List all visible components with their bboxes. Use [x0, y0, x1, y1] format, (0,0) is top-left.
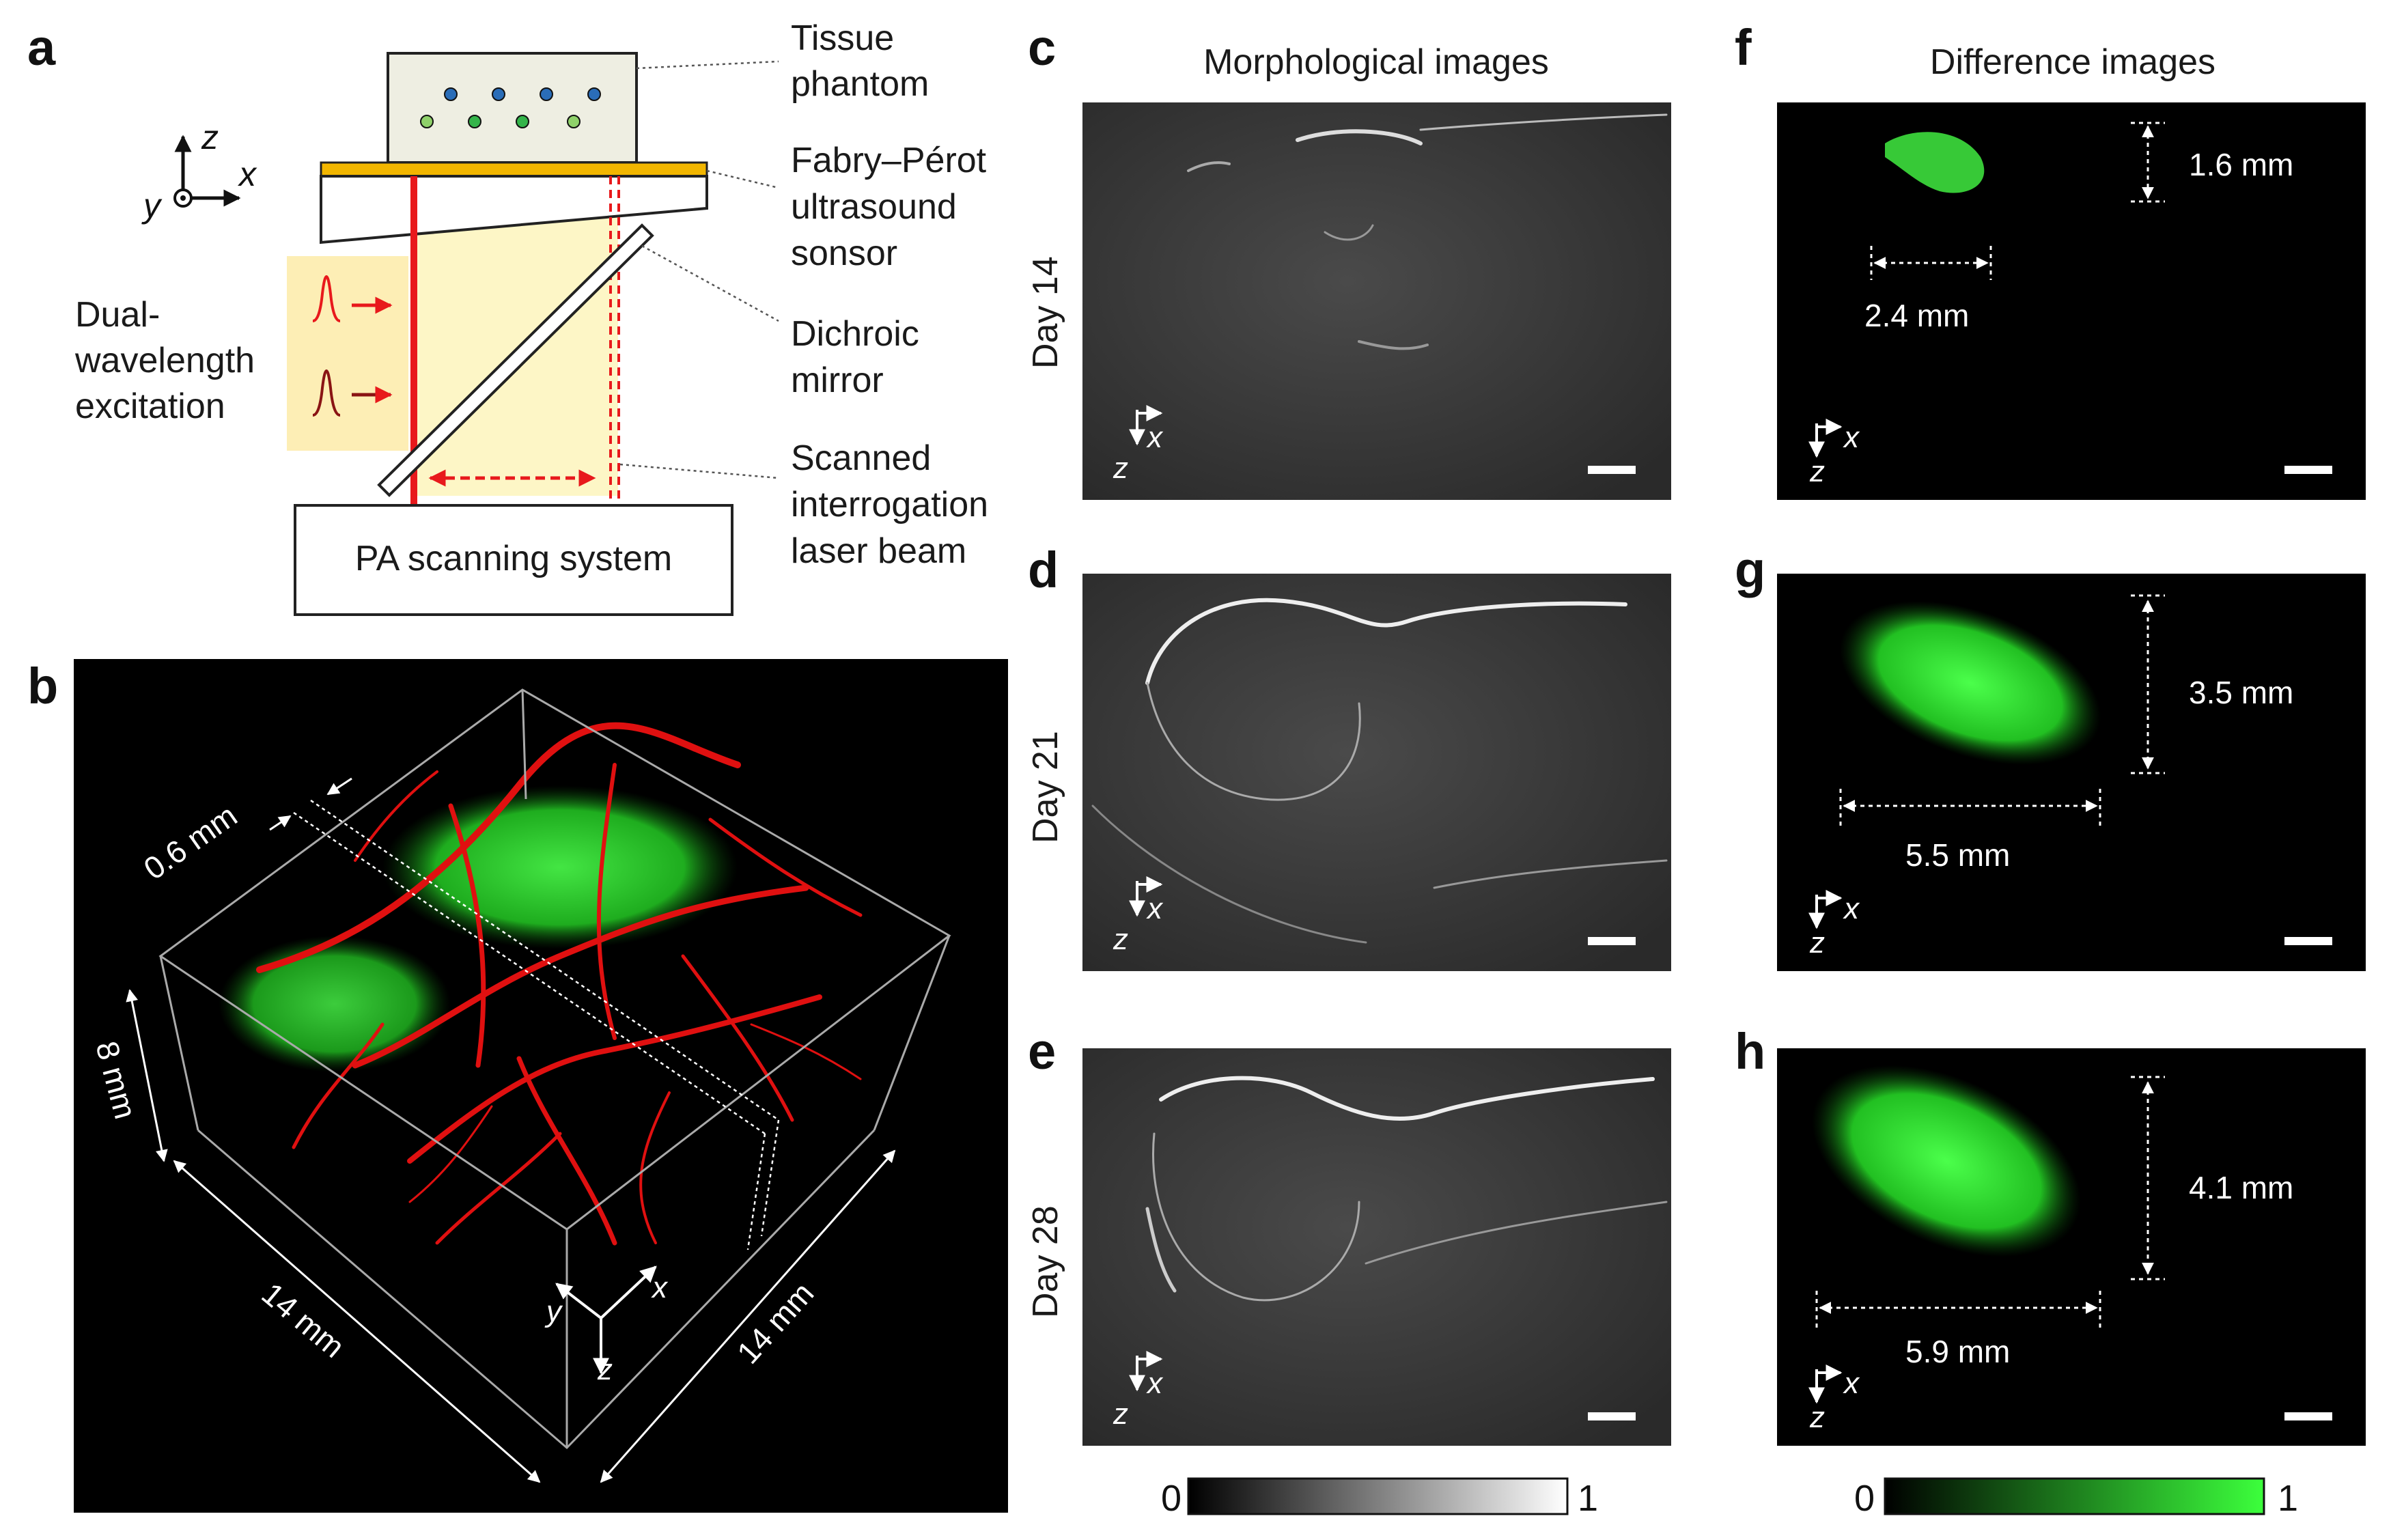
svg-text:z: z: [1809, 455, 1825, 488]
morph-structures-e: [1145, 1076, 1668, 1302]
dichroic-mirror: [377, 223, 654, 497]
panel-f-label: f: [1735, 19, 1752, 76]
panel-g-label: g: [1735, 542, 1765, 598]
vessel-network: [256, 722, 863, 1246]
svg-text:z: z: [201, 118, 219, 156]
panel-b: b: [27, 658, 1008, 1513]
morphological-column: Morphological images c Day 14 d Day 21 e…: [1026, 19, 1671, 1519]
morph-structures-c: [1187, 113, 1668, 350]
sensor-strip: [320, 161, 708, 178]
morphological-header: Morphological images: [1203, 42, 1549, 82]
svg-text:y: y: [544, 1295, 563, 1328]
green-colorbar-min: 0: [1854, 1478, 1875, 1519]
day-21-label: Day 21: [1026, 731, 1065, 843]
diff-image-day-14: [1777, 102, 2366, 500]
svg-text:x: x: [1146, 421, 1164, 454]
svg-text:z: z: [1809, 926, 1825, 960]
svg-text:y: y: [141, 186, 163, 225]
dim-g: [1839, 594, 2165, 826]
svg-text:z: z: [1113, 1397, 1128, 1431]
panel-b-label: b: [27, 658, 58, 714]
panel-a: a: [27, 18, 998, 616]
panel-d-label: d: [1028, 542, 1059, 598]
mirror-label: Dichroic mirror: [791, 314, 929, 400]
phantom-dots: [420, 87, 601, 128]
scale-bar-e: [1588, 1412, 1636, 1420]
svg-text:x: x: [1146, 892, 1164, 925]
pulse-1-icon: [312, 275, 341, 322]
green-colorbar-max: 1: [2278, 1478, 2298, 1519]
beam-label: Scanned interrogation laser beam: [791, 438, 998, 571]
pa-scanning-system-label: PA scanning system: [355, 539, 672, 578]
excitation-label: Dual- wavelength excitation: [74, 295, 265, 426]
scale-bar-f: [2284, 466, 2332, 474]
panel-b-axes: [555, 1265, 657, 1375]
gray-colorbar-max: 1: [1578, 1478, 1598, 1519]
leader-lines: [619, 60, 779, 479]
difference-column: Difference images f 1.6 mm 2.4 mm g 3.5: [1735, 19, 2366, 1519]
scale-bar-g: [2284, 937, 2332, 945]
tumor-diff-g: [1839, 600, 2101, 766]
h-width-label: 5.9 mm: [1905, 1334, 2010, 1369]
gray-colorbar-min: 0: [1161, 1478, 1181, 1519]
g-width-label: 5.5 mm: [1905, 837, 2010, 873]
svg-text:x: x: [1146, 1367, 1164, 1400]
scale-bar-c: [1588, 466, 1636, 474]
day-28-label: Day 28: [1026, 1205, 1065, 1318]
morph-image-day-28: [1082, 1048, 1671, 1446]
pa-scanning-system-box: [294, 504, 733, 616]
sensor-label: Fabry–Pérot ultrasound sonsor: [791, 141, 996, 273]
tissue-phantom-label: Tissue phantom: [791, 18, 929, 104]
difference-header: Difference images: [1930, 42, 2215, 82]
gray-colorbar: [1187, 1477, 1569, 1515]
panel-a-axes: z x y: [141, 118, 257, 225]
svg-text:z: z: [1113, 923, 1128, 956]
svg-text:x: x: [1843, 421, 1860, 454]
dimension-arrows: [126, 777, 896, 1483]
panel-c-label: c: [1028, 19, 1056, 76]
morph-image-day-14: [1082, 102, 1671, 500]
f-height-label: 1.6 mm: [2189, 147, 2293, 182]
morph-axes-group: x z x z x z: [1113, 405, 1164, 1431]
tumor-diff-f: [1885, 132, 1985, 193]
tumor-diff-h: [1812, 1065, 2081, 1257]
svg-text:x: x: [1843, 892, 1860, 925]
svg-text:z: z: [597, 1353, 613, 1386]
scale-bar-d: [1588, 937, 1636, 945]
panel-h-label: h: [1735, 1023, 1765, 1080]
scale-bar-h: [2284, 1412, 2332, 1420]
dim-h: [1815, 1076, 2165, 1328]
svg-text:z: z: [1113, 451, 1128, 485]
svg-text:x: x: [1843, 1367, 1860, 1400]
svg-text:z: z: [1809, 1401, 1825, 1434]
green-colorbar: [1884, 1477, 2265, 1515]
dim-f: [1870, 122, 2165, 280]
panel-a-label: a: [27, 19, 56, 76]
svg-text:x: x: [651, 1271, 669, 1304]
excitation-box: [287, 256, 408, 451]
panel-e-label: e: [1028, 1023, 1056, 1080]
pulse-2-icon: [312, 369, 341, 417]
day-14-label: Day 14: [1026, 256, 1065, 369]
morph-structures-d: [1091, 598, 1668, 944]
diff-axes-group: x z x z x z: [1808, 419, 1860, 1434]
tissue-phantom-box: [387, 52, 638, 164]
svg-text:x: x: [238, 155, 257, 193]
tumor-region-2: [219, 936, 451, 1072]
f-width-label: 2.4 mm: [1864, 298, 1969, 333]
g-height-label: 3.5 mm: [2189, 675, 2293, 710]
morph-image-day-21: [1082, 574, 1671, 971]
h-height-label: 4.1 mm: [2189, 1170, 2293, 1205]
tumor-region-1: [382, 785, 738, 949]
